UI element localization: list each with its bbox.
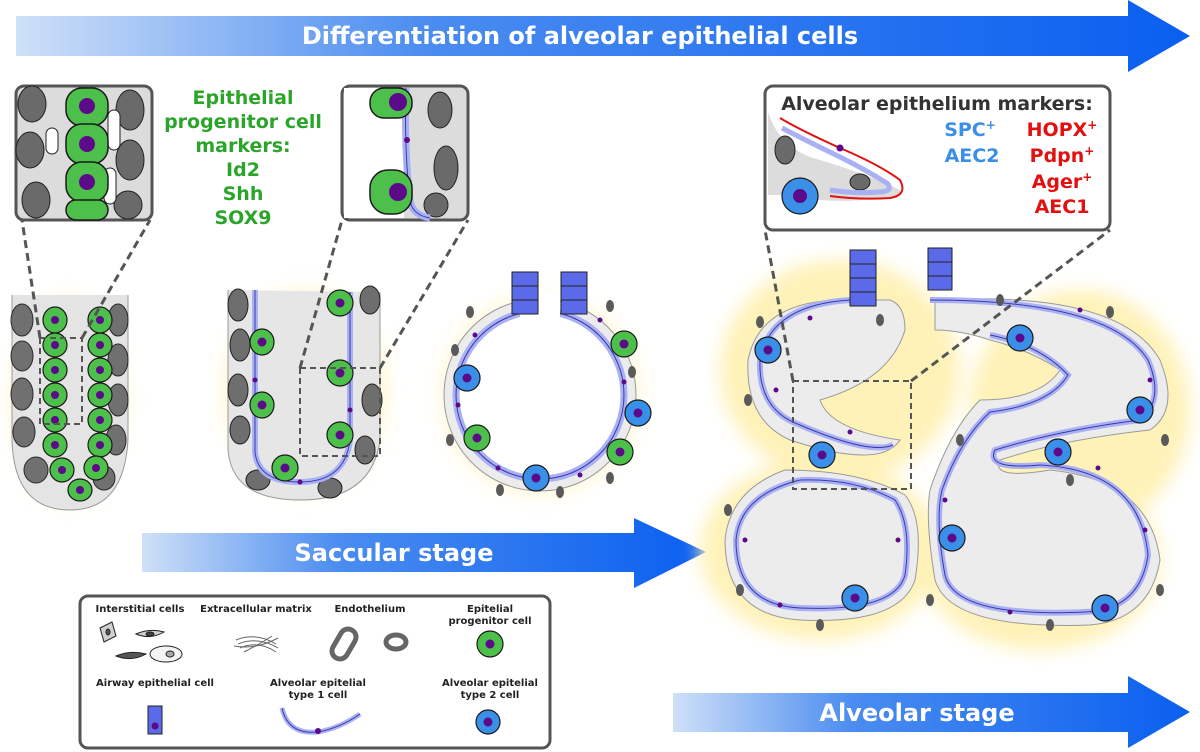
aec2-marker-spc: SPC+ (944, 118, 996, 141)
progenitor-heading-3: markers: (195, 135, 290, 157)
aec1-marker-pdpn: Pdpn+ (1030, 144, 1095, 167)
aec1-marker-hopx: HOPX+ (1027, 118, 1098, 141)
legend-interstitial-label: Interstitial cells (96, 604, 185, 615)
progenitor-heading-1: Epithelial (193, 87, 294, 109)
legend-ecm-label: Extracellular matrix (200, 604, 312, 615)
saccular-stage-arrow: Saccular stage (142, 518, 706, 588)
progenitor-markers: Epithelial progenitor cell markers: Id2 … (164, 87, 322, 229)
progenitor-marker-shh: Shh (223, 183, 264, 205)
legend-aec2-label-2: type 2 cell (461, 690, 520, 701)
progenitor-zoom-inset (14, 84, 154, 339)
aec2-cell-label: AEC2 (945, 145, 1000, 167)
alveolar-stage-arrow: Alveolar stage (673, 676, 1190, 748)
alveolar-lobes (700, 247, 1190, 650)
canalicular-tube (215, 280, 395, 501)
legend: Interstitial cells Extracellular matrix … (78, 594, 552, 750)
saccular-stage-label: Saccular stage (294, 539, 493, 567)
legend-progenitor-label-1: Epitelial (467, 604, 513, 615)
progenitor-marker-id2: Id2 (226, 159, 260, 181)
progenitor-heading-2: progenitor cell (164, 111, 322, 133)
aec1-cell-label: AEC1 (1035, 196, 1090, 218)
alveolar-markers-title: Alveolar epithelium markers: (781, 93, 1093, 115)
progenitor-marker-sox9: SOX9 (214, 207, 271, 229)
differentiation-arrow: Differentiation of alveolar epithelial c… (16, 0, 1190, 72)
legend-airway-label: Airway epithelial cell (96, 678, 214, 689)
legend-aec1-label-1: Alveolar epitelial (270, 678, 366, 689)
progenitor-cell-icon (476, 630, 504, 658)
endothelium-icon (329, 626, 409, 662)
alveolar-markers-inset: Alveolar epithelium markers: SPC+ AEC2 H… (763, 84, 1112, 383)
legend-endothelium-label: Endothelium (334, 604, 405, 615)
aec1-cell-icon (279, 707, 362, 735)
saccule (432, 271, 652, 503)
aec1-marker-ager: Ager+ (1032, 170, 1093, 193)
pseudoglandular-bud (6, 288, 130, 512)
alveolar-stage-label: Alveolar stage (819, 699, 1014, 727)
extracellular-matrix-icon (233, 635, 279, 653)
airway-cell-icon (147, 705, 163, 735)
legend-progenitor-label-2: progenitor cell (448, 616, 531, 627)
aec2-cell-icon (475, 709, 501, 735)
interstitial-cell-icon (99, 621, 183, 663)
canalicular-zoom-inset (298, 84, 470, 369)
legend-aec1-label-2: type 1 cell (289, 690, 348, 701)
differentiation-arrow-label: Differentiation of alveolar epithelial c… (302, 22, 858, 50)
legend-aec2-label-1: Alveolar epitelial (442, 678, 538, 689)
